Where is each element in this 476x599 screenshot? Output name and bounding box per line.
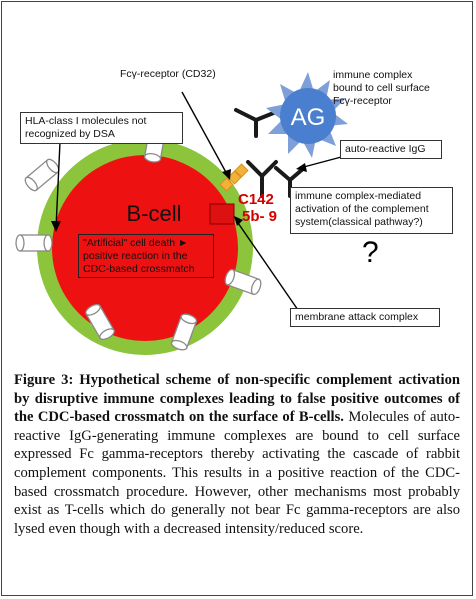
question-mark: ? — [362, 236, 379, 269]
hla-molecule — [170, 313, 198, 351]
caption-title: Figure 3: Hypothetical scheme of non-spe… — [14, 372, 460, 426]
complement-activation-label: immune complex-mediated activation of th… — [295, 190, 429, 228]
arrow-mac — [235, 219, 299, 311]
complement-activation-box: immune complex-mediated activation of th… — [290, 187, 453, 234]
immune-complex-label: immune complex bound to cell surface Fcγ… — [333, 69, 430, 107]
bcell-label: B-cell — [126, 201, 181, 226]
hla-molecule — [85, 303, 115, 341]
hla-molecule — [15, 234, 53, 252]
arrow-fc-receptor — [181, 91, 229, 177]
mac-label-box: membrane attack complex — [290, 308, 440, 327]
hla-label: HLA-class I molecules not recognized by … — [25, 115, 147, 140]
arrowhead-igg — [296, 163, 307, 172]
c5b9-label: 5b- 9 — [242, 208, 277, 225]
ag-label: AG — [291, 104, 326, 131]
igg-y-shape — [246, 160, 278, 198]
hla-label-box: HLA-class I molecules not recognized by … — [20, 112, 183, 144]
antibody-y-shape — [234, 108, 278, 138]
figure-caption: Figure 3: Hypothetical scheme of non-spe… — [14, 371, 460, 538]
hla-molecule — [24, 158, 60, 192]
artificial-death-label: "Artificial" cell death ► positive react… — [83, 237, 195, 275]
mac-label: membrane attack complex — [295, 311, 419, 323]
auto-igg-label: auto-reactive IgG — [345, 143, 426, 155]
arrow-hla — [55, 141, 61, 229]
hla-molecule — [224, 268, 262, 296]
fc-receptor-label: Fcγ-receptor (CD32) — [120, 68, 216, 80]
arrowhead-hla — [51, 221, 61, 232]
fc-receptor-shape — [219, 163, 249, 192]
arrowhead-mac — [234, 216, 243, 226]
arrowhead-fc — [222, 169, 231, 180]
artificial-death-box: "Artificial" cell death ► positive react… — [78, 234, 214, 278]
auto-igg-label-box: auto-reactive IgG — [340, 140, 442, 159]
caption-body: Molecules of auto-reactive IgG-generatin… — [14, 409, 461, 537]
membrane-attack-complex-shape — [209, 203, 235, 225]
antigen-star — [266, 72, 348, 158]
c142-label: C142 — [238, 191, 274, 208]
